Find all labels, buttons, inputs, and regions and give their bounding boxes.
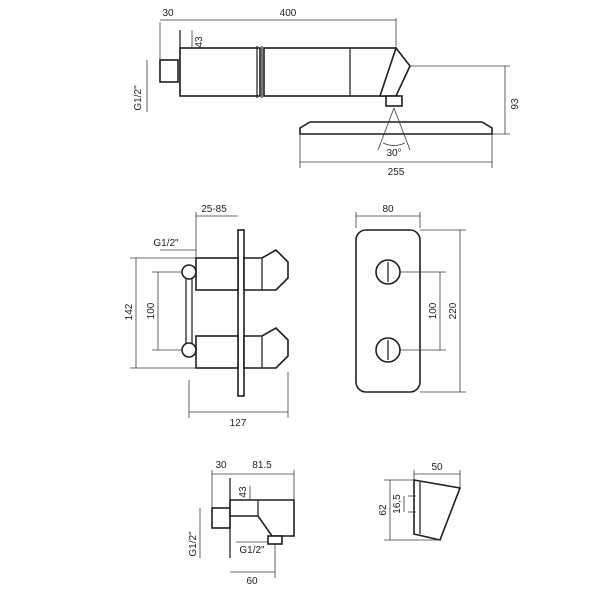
valve-side-view: 25-85 G1/2" 142 100 127 [124, 204, 289, 429]
dim-label: 400 [280, 8, 297, 19]
spout-body [229, 499, 295, 537]
dim-label: 16,5 [392, 494, 403, 514]
dim-label: G1/2" [153, 238, 179, 249]
wall-connector [211, 507, 231, 529]
dim-label: 142 [124, 303, 135, 320]
dim-label: 50 [431, 462, 443, 473]
dim-label: 60 [246, 576, 258, 587]
dim-label: G1/2" [133, 85, 144, 111]
dim-label: 93 [510, 98, 521, 110]
angle-line [393, 107, 411, 151]
dim-label: G1/2" [188, 531, 199, 557]
cover-plate [237, 229, 245, 397]
dim-label: 30° [386, 148, 401, 159]
valve-front-view: 80 100 220 [355, 204, 466, 393]
dim-label: 30 [215, 460, 227, 471]
handle-upper [243, 249, 289, 291]
handle-lower [243, 327, 289, 369]
angle-arc [382, 142, 406, 146]
dim-label: 81.5 [252, 460, 272, 471]
arm-segment-left [179, 47, 261, 97]
inlet-connector-upper [181, 264, 197, 280]
wall-connector [159, 59, 179, 83]
valve-body-lower [195, 335, 239, 369]
shower-arm-view: 30 400 43 G1/2" 93 30° 255 [133, 8, 521, 178]
swivel-connector [385, 95, 403, 107]
dim-label: 80 [382, 204, 394, 215]
inlet-connector-lower [181, 342, 197, 358]
shower-head [299, 121, 493, 135]
dim-label: G1/2" [239, 545, 265, 556]
spout-outlet [267, 535, 283, 545]
dim-label: 30 [162, 8, 174, 19]
dim-label: 43 [238, 486, 249, 498]
dim-label: 100 [146, 302, 157, 319]
arm-segment-right [263, 47, 397, 97]
dim-label: 127 [230, 418, 247, 429]
dim-label: 25-85 [201, 204, 227, 215]
holder-body [413, 479, 462, 541]
front-plate [355, 229, 421, 393]
spout-view: 30 81.5 43 G1/2" G1/2" 60 [188, 460, 295, 587]
angle-line [377, 107, 395, 151]
dim-label: 43 [194, 36, 205, 48]
dim-label: 220 [448, 302, 459, 319]
holder-view: 50 62 16,5 [378, 462, 462, 541]
dim-label: 255 [388, 167, 405, 178]
dim-label: 100 [428, 302, 439, 319]
valve-body-upper [195, 257, 239, 291]
dim-label: 62 [378, 504, 389, 516]
